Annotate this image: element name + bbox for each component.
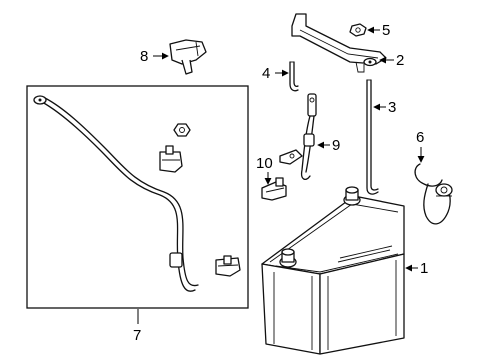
nut-part-5 bbox=[349, 23, 367, 37]
callout-7-label: 7 bbox=[133, 327, 141, 344]
callout-10-label: 10 bbox=[256, 155, 273, 172]
terminal-cover-part-8 bbox=[169, 39, 207, 75]
callout-1: 1 bbox=[405, 260, 428, 277]
callout-1-label: 1 bbox=[420, 260, 428, 277]
cable-kit-frame bbox=[26, 85, 249, 309]
callout-10: 10 bbox=[256, 155, 273, 185]
cable-kit-part-7 bbox=[26, 85, 249, 309]
callout-8: 8 bbox=[140, 48, 169, 65]
short-cable-part-9 bbox=[300, 93, 317, 181]
callout-8-label: 8 bbox=[140, 48, 148, 65]
callout-5-label: 5 bbox=[382, 22, 390, 39]
callout-2-label: 2 bbox=[396, 52, 404, 69]
battery-part-1 bbox=[261, 186, 405, 355]
callout-4-label: 4 bbox=[262, 65, 270, 82]
j-bolt-part-4 bbox=[289, 61, 299, 92]
callout-6: 6 bbox=[416, 129, 425, 163]
callout-9: 9 bbox=[317, 137, 340, 154]
callout-5: 5 bbox=[367, 22, 390, 39]
hold-down-bracket-part-2 bbox=[291, 13, 387, 73]
sensor-part-6 bbox=[414, 163, 453, 225]
rod-part-3 bbox=[366, 79, 379, 195]
callout-9-label: 9 bbox=[332, 137, 340, 154]
callout-3: 3 bbox=[373, 99, 396, 116]
callout-6-label: 6 bbox=[416, 129, 424, 146]
callout-2: 2 bbox=[379, 52, 404, 69]
clamp-terminal-part-10 bbox=[261, 149, 303, 201]
callout-3-label: 3 bbox=[388, 99, 396, 116]
callout-7: 7 bbox=[133, 309, 141, 344]
callout-4: 4 bbox=[262, 65, 289, 82]
